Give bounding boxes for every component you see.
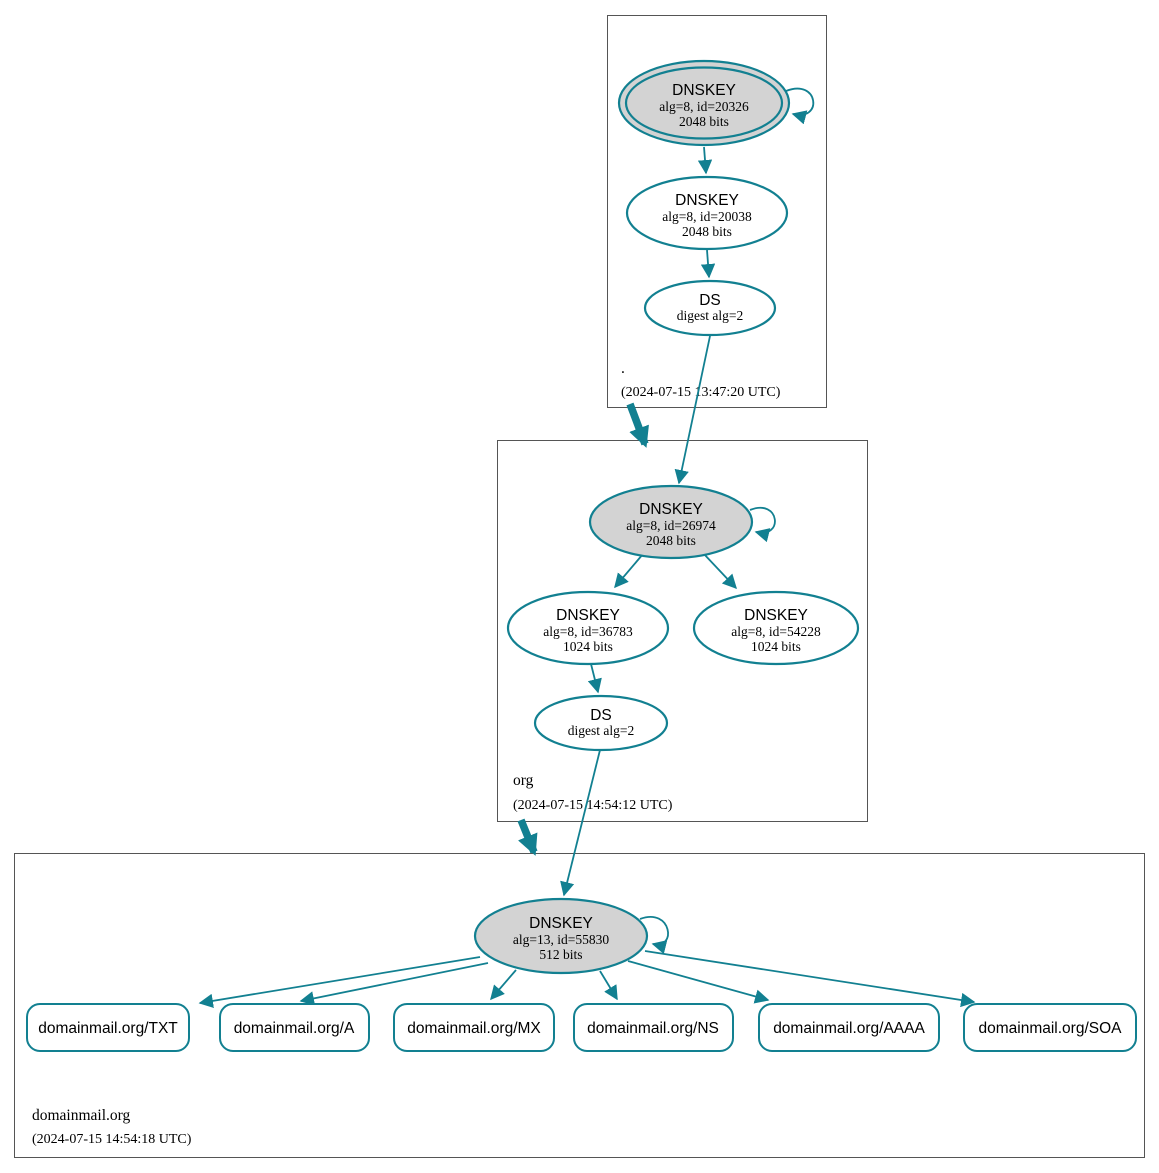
edge-domain-ksk-to-ns [599, 970, 618, 1001]
self-loop-org-ksk [749, 507, 776, 543]
node-bits: 512 bits [539, 947, 582, 962]
org-ksk-ellipse[interactable] [588, 484, 754, 560]
node-title: DNSKEY [639, 501, 703, 518]
edge-org-ksk-to-zsk1 [614, 553, 644, 589]
node-title: DNSKEY [675, 192, 739, 209]
node-root-ksk[interactable]: DNSKEY alg=8, id=20326 2048 bits [617, 59, 791, 147]
edge-org-ds-to-domain-ksk [560, 749, 601, 897]
node-detail: digest alg=2 [677, 308, 743, 323]
node-detail: digest alg=2 [568, 723, 634, 738]
node-title: DS [590, 707, 612, 724]
rrset-label: domainmail.org/MX [407, 1020, 541, 1037]
edge-domain-ksk-to-txt [198, 956, 481, 1009]
zone-timestamp-org: (2024-07-15 14:54:12 UTC) [513, 798, 673, 813]
node-root-zsk[interactable]: DNSKEY alg=8, id=20038 2048 bits [625, 175, 789, 251]
node-detail: alg=8, id=54228 [731, 624, 821, 639]
node-bits: 2048 bits [679, 114, 729, 129]
node-org-zsk2[interactable]: DNSKEY alg=8, id=54228 1024 bits [692, 590, 860, 666]
rrset-label: domainmail.org/A [234, 1020, 355, 1037]
rrset-node-txt[interactable]: domainmail.org/TXT [26, 1003, 190, 1052]
edge-domain-ksk-to-soa [644, 950, 976, 1008]
edge-org-zone-to-domainmail-zone [517, 818, 538, 856]
edge-root-ksk-to-zsk [697, 146, 713, 175]
rrset-node-mx[interactable]: domainmail.org/MX [393, 1003, 555, 1052]
zone-label-root: . [621, 360, 625, 377]
self-loop-domain-ksk [639, 916, 669, 955]
root-ds-ellipse[interactable] [643, 279, 777, 337]
rrset-label: domainmail.org/TXT [38, 1020, 178, 1037]
node-org-ksk[interactable]: DNSKEY alg=8, id=26974 2048 bits [588, 484, 754, 560]
rrset-node-aaaa[interactable]: domainmail.org/AAAA [758, 1003, 940, 1052]
edge-root-zsk-to-ds [700, 249, 716, 279]
rrset-box-txt[interactable] [26, 1003, 190, 1052]
node-title: DNSKEY [744, 607, 808, 624]
org-zsk2-ellipse[interactable] [692, 590, 860, 666]
node-detail: alg=8, id=20326 [659, 99, 749, 114]
rrset-label: domainmail.org/NS [587, 1020, 719, 1037]
edge-org-ksk-to-zsk2 [702, 552, 737, 590]
self-loop-root-ksk [785, 87, 815, 125]
node-title: DNSKEY [672, 82, 736, 99]
node-bits: 1024 bits [751, 639, 801, 654]
edge-domain-ksk-to-aaaa [627, 960, 770, 1004]
rrset-box-soa[interactable] [963, 1003, 1137, 1052]
node-root-ds[interactable]: DS digest alg=2 [643, 279, 777, 337]
rrset-node-ns[interactable]: domainmail.org/NS [573, 1003, 734, 1052]
node-bits: 2048 bits [646, 533, 696, 548]
rrset-node-soa[interactable]: domainmail.org/SOA [963, 1003, 1137, 1052]
node-bits: 2048 bits [682, 224, 732, 239]
rrset-box-aaaa[interactable] [758, 1003, 940, 1052]
rrset-label: domainmail.org/AAAA [773, 1020, 925, 1037]
node-detail: alg=13, id=55830 [513, 932, 609, 947]
org-ds-ellipse[interactable] [533, 694, 669, 752]
rrset-node-a[interactable]: domainmail.org/A [219, 1003, 370, 1052]
zone-label-org: org [513, 772, 534, 789]
root-ksk-inner-ellipse [624, 66, 784, 140]
zone-timestamp-domainmail-org: (2024-07-15 14:54:18 UTC) [32, 1132, 192, 1147]
zone-label-domainmail-org: domainmail.org [32, 1107, 131, 1124]
rrset-box-mx[interactable] [393, 1003, 555, 1052]
node-title: DS [699, 292, 721, 309]
node-bits: 1024 bits [563, 639, 613, 654]
node-detail: alg=8, id=20038 [662, 209, 752, 224]
zone-timestamp-root: (2024-07-15 13:47:20 UTC) [621, 385, 781, 400]
edge-root-zone-to-org-zone [626, 402, 649, 448]
domain-ksk-ellipse[interactable] [473, 897, 649, 975]
org-zsk1-ellipse[interactable] [506, 590, 670, 666]
node-title: DNSKEY [529, 915, 593, 932]
edge-root-ds-to-org-ksk [674, 335, 711, 485]
node-org-ds[interactable]: DS digest alg=2 [533, 694, 669, 752]
edge-domain-ksk-to-mx [490, 969, 517, 1001]
edge-org-zsk1-to-ds [587, 663, 602, 694]
edge-domain-ksk-to-a [299, 962, 489, 1006]
rrset-box-a[interactable] [219, 1003, 370, 1052]
node-detail: alg=8, id=36783 [543, 624, 633, 639]
rrset-label: domainmail.org/SOA [978, 1020, 1122, 1037]
node-domain-ksk[interactable]: DNSKEY alg=13, id=55830 512 bits [473, 897, 649, 975]
node-title: DNSKEY [556, 607, 620, 624]
node-org-zsk1[interactable]: DNSKEY alg=8, id=36783 1024 bits [506, 590, 670, 666]
node-detail: alg=8, id=26974 [626, 518, 716, 533]
rrset-box-ns[interactable] [573, 1003, 734, 1052]
root-zsk-ellipse[interactable] [625, 175, 789, 251]
